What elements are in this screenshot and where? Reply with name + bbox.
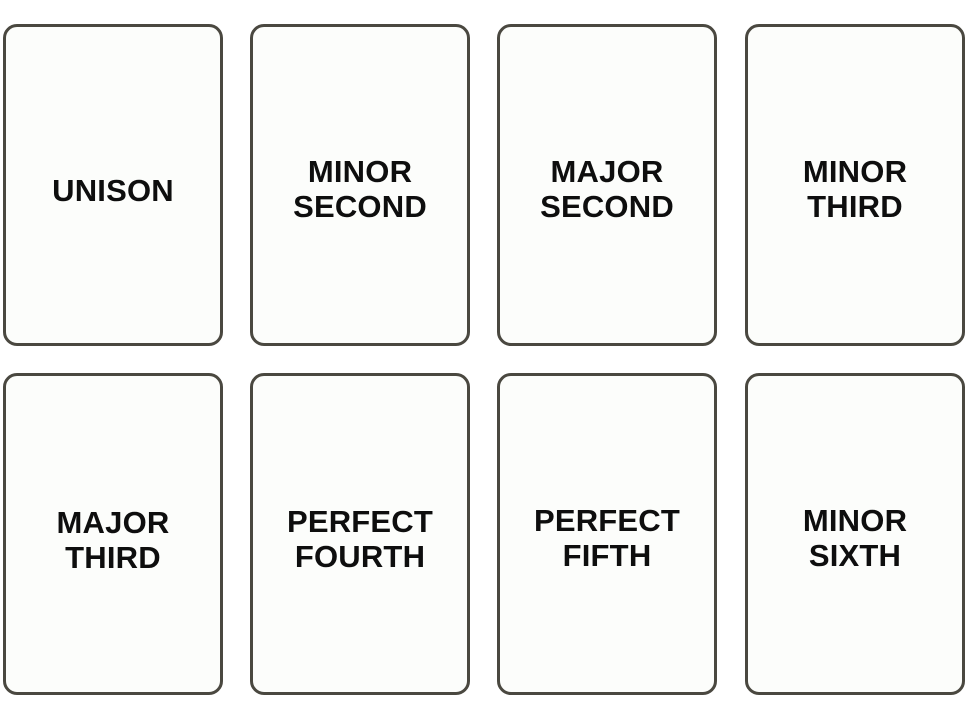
card-label: PERFECT FOURTH [253,504,467,574]
card-label: MINOR SIXTH [748,503,962,573]
card-label-line-1: MINOR [802,154,908,189]
card-label: MAJOR THIRD [6,505,220,575]
card-label-line-2: FIFTH [562,538,652,573]
card-minor-sixth[interactable]: MINOR SIXTH [745,373,965,695]
card-label: PERFECT FIFTH [500,503,714,573]
card-perfect-fifth[interactable]: PERFECT FIFTH [497,373,717,695]
card-major-second[interactable]: MAJOR SECOND [497,24,717,346]
card-minor-second[interactable]: MINOR SECOND [250,24,470,346]
card-major-third[interactable]: MAJOR THIRD [3,373,223,695]
card-label-line-2: THIRD [65,540,161,575]
card-label-line-1: MAJOR [56,505,170,540]
card-label-line-1: PERFECT [286,504,434,539]
card-label: MINOR THIRD [748,154,962,224]
card-label-line-2: SECOND [293,189,427,224]
card-label-line-1: MINOR [307,154,413,189]
card-label-line-1: MAJOR [550,154,664,189]
card-label-line-1: MINOR [802,503,908,538]
card-label: MINOR SECOND [253,154,467,224]
card-label-line-2: SIXTH [808,538,902,573]
card-label-line-2: FOURTH [294,539,426,574]
card-label: MAJOR SECOND [500,154,714,224]
card-label: UNISON [6,173,220,208]
card-label-line-1: UNISON [52,173,174,208]
card-perfect-fourth[interactable]: PERFECT FOURTH [250,373,470,695]
card-label-line-1: PERFECT [533,503,681,538]
card-label-line-2: SECOND [540,189,674,224]
card-unison[interactable]: UNISON [3,24,223,346]
card-minor-third[interactable]: MINOR THIRD [745,24,965,346]
card-label-line-2: THIRD [807,189,903,224]
